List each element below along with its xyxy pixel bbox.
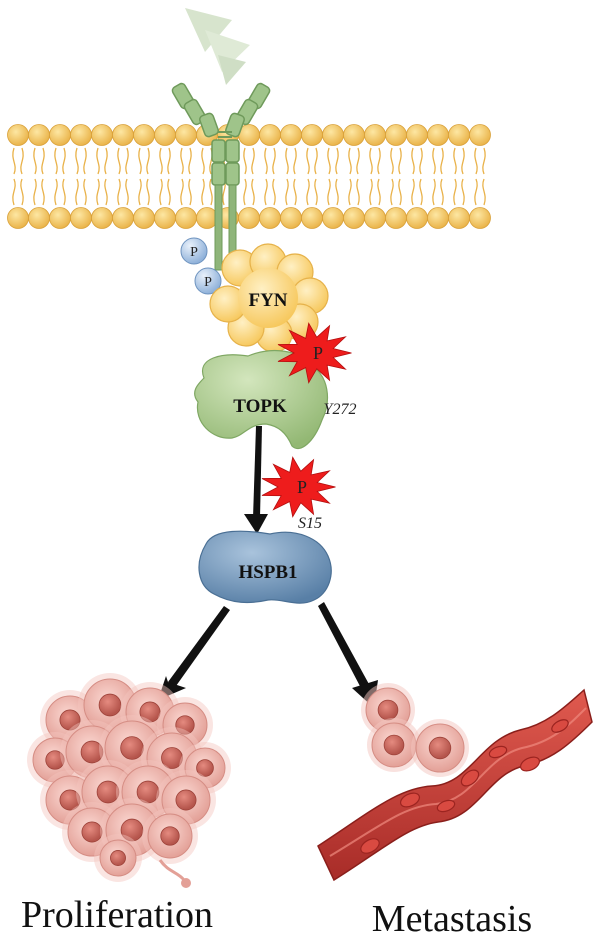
hspb1-label: HSPB1 xyxy=(238,562,297,583)
topk-label: TOPK xyxy=(233,396,287,417)
fyn-protein: FYN xyxy=(209,243,329,353)
receptor-phospho-1: P xyxy=(180,237,208,265)
ligand-icon xyxy=(185,8,250,85)
topk-p-label: P xyxy=(313,343,323,363)
metastatic-cells-icon xyxy=(361,683,469,777)
arrow-to-proliferation xyxy=(158,606,230,700)
blood-vessel-icon xyxy=(317,688,593,882)
hspb1-site-label: S15 xyxy=(298,515,322,532)
cell-membrane xyxy=(7,124,491,229)
proliferation-label: Proliferation xyxy=(21,894,213,936)
topk-phospho-burst: P xyxy=(277,322,352,384)
hspb1-p-label: P xyxy=(297,477,307,497)
fyn-label: FYN xyxy=(248,290,287,311)
arrow-topk-to-hspb1 xyxy=(244,426,268,534)
topk-protein: TOPK Y272 xyxy=(194,349,357,450)
metastasis-label: Metastasis xyxy=(372,898,532,937)
tumor-cluster-icon xyxy=(27,673,231,888)
hspb1-phospho-burst: P xyxy=(261,456,336,518)
hspb1-protein: HSPB1 xyxy=(198,530,332,604)
topk-site-label: Y272 xyxy=(324,401,357,418)
receptor-icon xyxy=(171,82,271,271)
receptor-p2-label: P xyxy=(204,275,212,290)
receptor-p1-label: P xyxy=(190,245,198,260)
receptor-phospho-2: P xyxy=(194,267,222,295)
